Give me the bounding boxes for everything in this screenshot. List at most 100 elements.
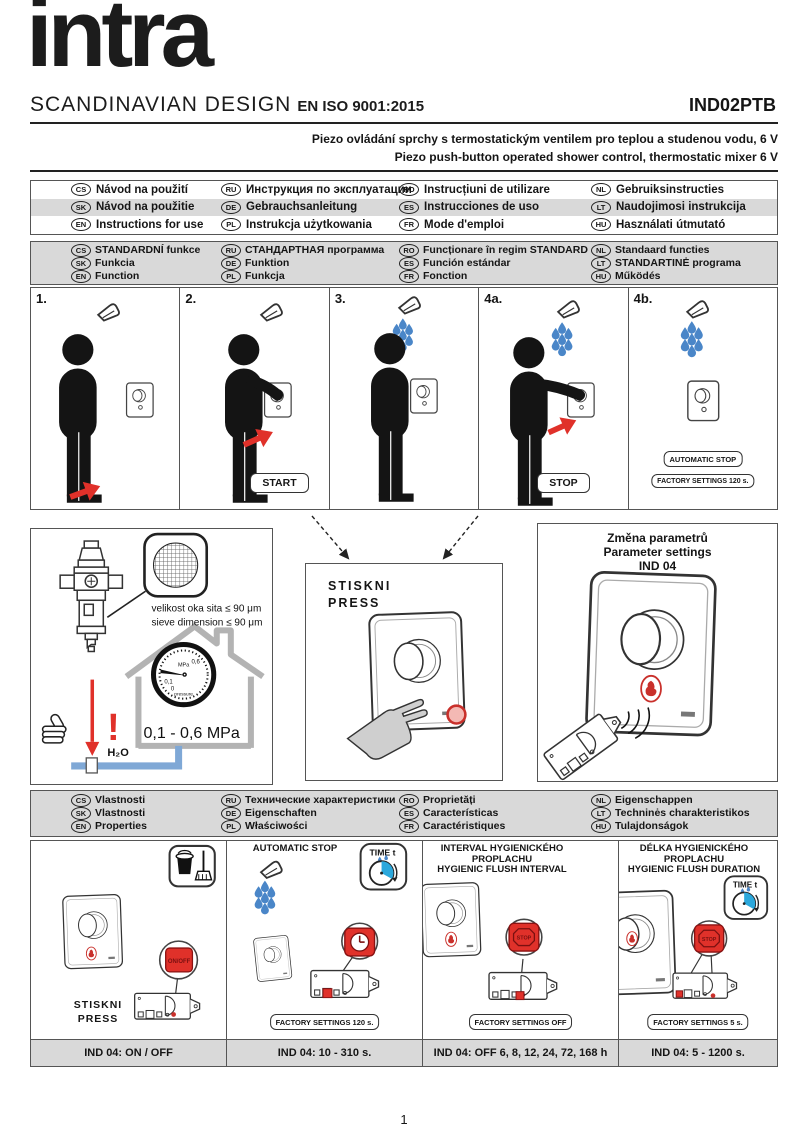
lang-code-badge: HU bbox=[591, 269, 611, 283]
panel-footer: IND 04: OFF 6, 8, 12, 24, 72, 168 h bbox=[423, 1039, 618, 1066]
product-title-en: Piezo push-button operated shower contro… bbox=[394, 150, 778, 164]
person-icon bbox=[58, 333, 103, 504]
remote-red-dot bbox=[710, 993, 716, 998]
panel-title: AUTOMATIC STOP bbox=[252, 843, 338, 854]
lang-code-badge: NL bbox=[591, 243, 611, 257]
person-icon bbox=[369, 332, 415, 503]
properties-label: Właściwości bbox=[245, 820, 308, 832]
shower-control-plate-icon bbox=[686, 380, 720, 422]
remote-red-key bbox=[322, 988, 333, 999]
param-title-en: Parameter settings bbox=[603, 545, 712, 559]
function-label: Fonction bbox=[423, 269, 468, 282]
lang-label: Használati útmutató bbox=[616, 218, 726, 231]
intra-logo: intra bbox=[26, 0, 214, 87]
standard-function-steps: 1. 2. START 3. bbox=[30, 287, 778, 510]
product-title-cs: Piezo ovládání sprchy s termostatickým v… bbox=[311, 132, 778, 146]
function-label: Función estándar bbox=[423, 256, 511, 269]
remote-control-icon bbox=[134, 992, 201, 1020]
flush-interval-illustration bbox=[423, 881, 558, 1001]
stop-red-button bbox=[693, 924, 725, 953]
lang-code-badge: RO bbox=[399, 243, 419, 257]
factory-settings-label: FACTORY SETTINGS OFF bbox=[468, 1014, 573, 1030]
water-supply-requirements-panel: velikost oka sita ≤ 90 μm sieve dimensio… bbox=[30, 528, 273, 785]
pressing-arm bbox=[531, 378, 586, 401]
parameter-settings-illustration bbox=[542, 570, 718, 781]
water-drops-icon bbox=[680, 321, 702, 357]
step2-illustration bbox=[224, 303, 293, 504]
touch-button-icon bbox=[626, 931, 638, 947]
panel-title-line: PROPLACHU bbox=[663, 853, 725, 865]
remote-control-icon bbox=[310, 969, 380, 999]
red-piezo-button bbox=[446, 704, 467, 725]
stop-red-button bbox=[508, 922, 540, 952]
water-drops-icon bbox=[255, 881, 276, 915]
pressure-range-label: 0,1 - 0,6 MPa bbox=[143, 724, 239, 742]
lang-code-badge: CS bbox=[71, 794, 91, 807]
press-caption-en: PRESS bbox=[77, 1013, 119, 1025]
press-button-panel: STISKNI PRESS bbox=[305, 563, 503, 781]
shower-control-plate-icon bbox=[125, 382, 154, 418]
lang-code-badge: ES bbox=[399, 807, 419, 820]
factory-settings-label: FACTORY SETTINGS 120 s. bbox=[651, 474, 755, 488]
flush-interval-property-panel: INTERVAL HYGIENICKÉHO PROPLACHU HYGIENIC… bbox=[422, 841, 618, 1066]
pressing-arm bbox=[246, 375, 284, 401]
onoff-illustration: ON/OFF bbox=[62, 844, 216, 1020]
touch-button-icon bbox=[445, 931, 458, 947]
lang-label: Gebruiksinstructies bbox=[616, 183, 725, 196]
lang-code-badge: SK bbox=[71, 256, 91, 270]
flush-duration-property-panel: DÉLKA HYGIENICKÉHO PROPLACHU HYGIENIC FL… bbox=[618, 841, 777, 1066]
panel-title: DÉLKA HYGIENICKÉHO PROPLACHU HYGIENIC FL… bbox=[619, 843, 769, 876]
lang-label: Naudojimosi instrukcija bbox=[616, 201, 746, 214]
parameter-settings-panel: Změna parametrů Parameter settings IND 0… bbox=[537, 523, 778, 782]
lang-code-badge: EN bbox=[71, 269, 91, 283]
lang-label: Návod na použitie bbox=[96, 201, 195, 214]
shower-head-icon bbox=[97, 303, 120, 322]
time-icon bbox=[725, 876, 768, 919]
lang-code-badge: EN bbox=[71, 218, 91, 232]
step-panel-4b: 4b. AUTOMATIC STOP FACTORY SETTINGS 120 … bbox=[627, 288, 777, 509]
page-number: 1 bbox=[400, 1112, 408, 1127]
lang-label: Návod na použití bbox=[96, 183, 188, 196]
lang-label: Instrucțiuni de utilizare bbox=[424, 183, 550, 196]
warning-exclamation: ! bbox=[107, 706, 120, 749]
clock-red-button bbox=[344, 927, 376, 957]
scandinavian-design-label: SCANDINAVIAN DESIGN bbox=[30, 93, 292, 116]
water-drops-icon bbox=[552, 322, 573, 356]
properties-label: Caractéristiques bbox=[423, 820, 506, 832]
function-label: Funcționare în regim STANDARD bbox=[423, 243, 588, 256]
product-title-block: Piezo ovládání sprchy s termostatickým v… bbox=[30, 130, 778, 166]
onoff-glyph-text: ON/OFF bbox=[168, 959, 191, 965]
cleaning-bucket-mop-icon bbox=[168, 844, 216, 888]
function-label: Funkcia bbox=[95, 256, 135, 269]
title-divider bbox=[30, 170, 778, 172]
function-label: Funkcja bbox=[245, 269, 285, 282]
param-title-cs: Změna parametrů bbox=[607, 531, 708, 545]
step-number: 3. bbox=[334, 291, 346, 306]
thumbs-up-icon bbox=[41, 712, 67, 744]
onoff-property-panel: ON/OFF STISKNI PRESS IND 04: ON / OFF bbox=[31, 841, 226, 1066]
properties-label: Techninės charakteristikos bbox=[615, 807, 750, 819]
lang-code-badge: FR bbox=[399, 218, 419, 232]
step1-illustration bbox=[58, 303, 154, 507]
press-caption: STISKNI PRESS bbox=[328, 578, 391, 612]
shower-head-icon bbox=[260, 860, 283, 879]
step3-illustration bbox=[369, 296, 438, 503]
sieve-size-en: sieve dimension ≤ 90 μm bbox=[152, 617, 263, 628]
panel-title-line: HYGIENIC FLUSH DURATION bbox=[627, 864, 761, 875]
automatic-stop-label: AUTOMATIC STOP bbox=[663, 451, 743, 467]
properties-label: Tulajdonságok bbox=[615, 820, 689, 832]
lang-code-badge: PL bbox=[221, 269, 241, 283]
function-label: Funktion bbox=[245, 256, 290, 269]
shower-control-plate-icon bbox=[409, 378, 438, 414]
function-label: СТАНДАРТНАЯ программа bbox=[245, 243, 385, 256]
time-icon bbox=[361, 844, 407, 890]
